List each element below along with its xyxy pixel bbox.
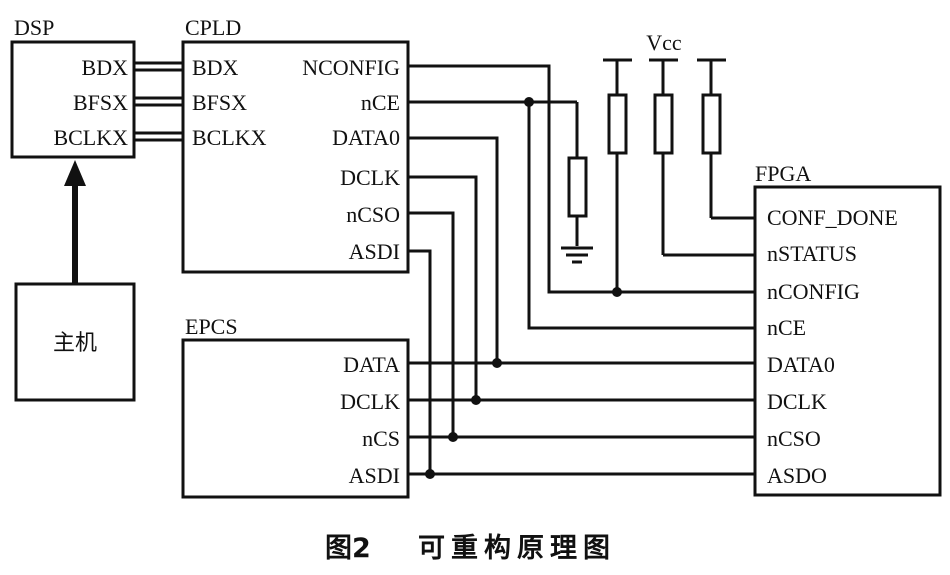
signal-wires — [408, 64, 755, 476]
epcs-pin-data: DATA — [343, 352, 400, 377]
host-block — [14, 282, 136, 402]
cpld-title: CPLD — [185, 15, 241, 40]
cpld-pin-dclk: DCLK — [340, 165, 400, 190]
cpld-pin-nconfig: NCONFIG — [302, 55, 400, 80]
cpld-pin-bfsx: BFSX — [192, 90, 247, 115]
cpld-pin-nce: nCE — [361, 90, 400, 115]
vcc-pullup-resistors — [603, 58, 726, 292]
cpld-pin-ncso: nCSO — [346, 202, 400, 227]
fpga-pin-asdo: ASDO — [767, 463, 827, 488]
epcs-block — [181, 338, 410, 499]
epcs-title: EPCS — [185, 314, 238, 339]
dsp-pin-bdx: BDX — [82, 55, 129, 80]
junction-dots — [425, 97, 622, 479]
cpld-pin-bclkx: BCLKX — [192, 125, 267, 150]
ground-pulldown-resistor — [529, 100, 588, 246]
dsp-cpld-bus — [134, 61, 183, 142]
epcs-pin-dclk: DCLK — [340, 389, 400, 414]
caption-title: 可重构原理图 — [418, 533, 616, 564]
host-to-dsp-arrow — [64, 160, 86, 284]
fpga-pin-data0: DATA0 — [767, 352, 835, 377]
host-label: 主机 — [53, 330, 97, 355]
fpga-pin-nconfig: nCONFIG — [767, 279, 860, 304]
caption-figure-number: 图2 — [325, 533, 371, 564]
fpga-pin-nstatus: nSTATUS — [767, 241, 857, 266]
fpga-pin-nce: nCE — [767, 315, 806, 340]
epcs-pin-ncs: nCS — [362, 426, 400, 451]
dsp-block — [10, 40, 136, 159]
ground-icon — [561, 246, 593, 264]
cpld-pin-bdx: BDX — [192, 55, 239, 80]
fpga-pin-ncso: nCSO — [767, 426, 821, 451]
cpld-pin-asdi: ASDI — [349, 239, 400, 264]
vcc-label: Vcc — [646, 30, 682, 55]
epcs-pin-asdi: ASDI — [349, 463, 400, 488]
dsp-title: DSP — [14, 15, 54, 40]
fpga-title: FPGA — [755, 161, 811, 186]
fpga-block — [753, 185, 942, 497]
fpga-pin-dclk: DCLK — [767, 389, 827, 414]
dsp-pin-bfsx: BFSX — [73, 90, 128, 115]
cpld-block — [181, 40, 410, 274]
fpga-pin-conf-done: CONF_DONE — [767, 205, 898, 230]
dsp-pin-bclkx: BCLKX — [53, 125, 128, 150]
cpld-pin-data0: DATA0 — [332, 125, 400, 150]
